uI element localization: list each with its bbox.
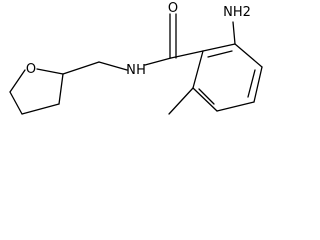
bond-ring-1-2 — [202, 43, 236, 52]
ring-oxygen-label: O — [26, 62, 36, 77]
amide-nitrogen-label: N — [126, 63, 136, 78]
bond-ring-6-1 — [192, 50, 204, 89]
bond-c4-c5 — [9, 91, 23, 115]
bond-n-carbonyl — [144, 57, 172, 66]
bond-ring-3-4 — [253, 66, 263, 103]
bond-c2-ch2 — [62, 61, 100, 75]
bond-ring-inner-c — [198, 88, 215, 105]
bond-o-c2 — [36, 68, 64, 75]
amide-hydrogen-label: H — [136, 63, 146, 78]
amino-group-label: NH2 — [223, 5, 251, 20]
bond-ring-5-6 — [192, 87, 218, 112]
carbonyl-oxygen-label: O — [168, 1, 178, 16]
bond-c3-c4 — [21, 103, 60, 115]
bond-carbonyl-ring — [170, 50, 204, 59]
bond-ring-inner-b — [247, 69, 256, 98]
bond-c2-c3 — [58, 73, 64, 105]
bond-c5-o — [9, 69, 26, 93]
bond-ring-2-3 — [234, 43, 263, 68]
bond-ring-amino — [232, 21, 236, 45]
tetrahydrofuran-ring — [9, 68, 64, 115]
bond-ring-inner-a — [207, 50, 233, 58]
bond-ring-4-5 — [216, 101, 255, 112]
bond-ch2-n — [98, 61, 128, 71]
bond-ring-methyl — [168, 87, 194, 115]
benzene-ring — [192, 43, 263, 112]
molecule-structure: O N H O NH2 — [9, 1, 263, 115]
